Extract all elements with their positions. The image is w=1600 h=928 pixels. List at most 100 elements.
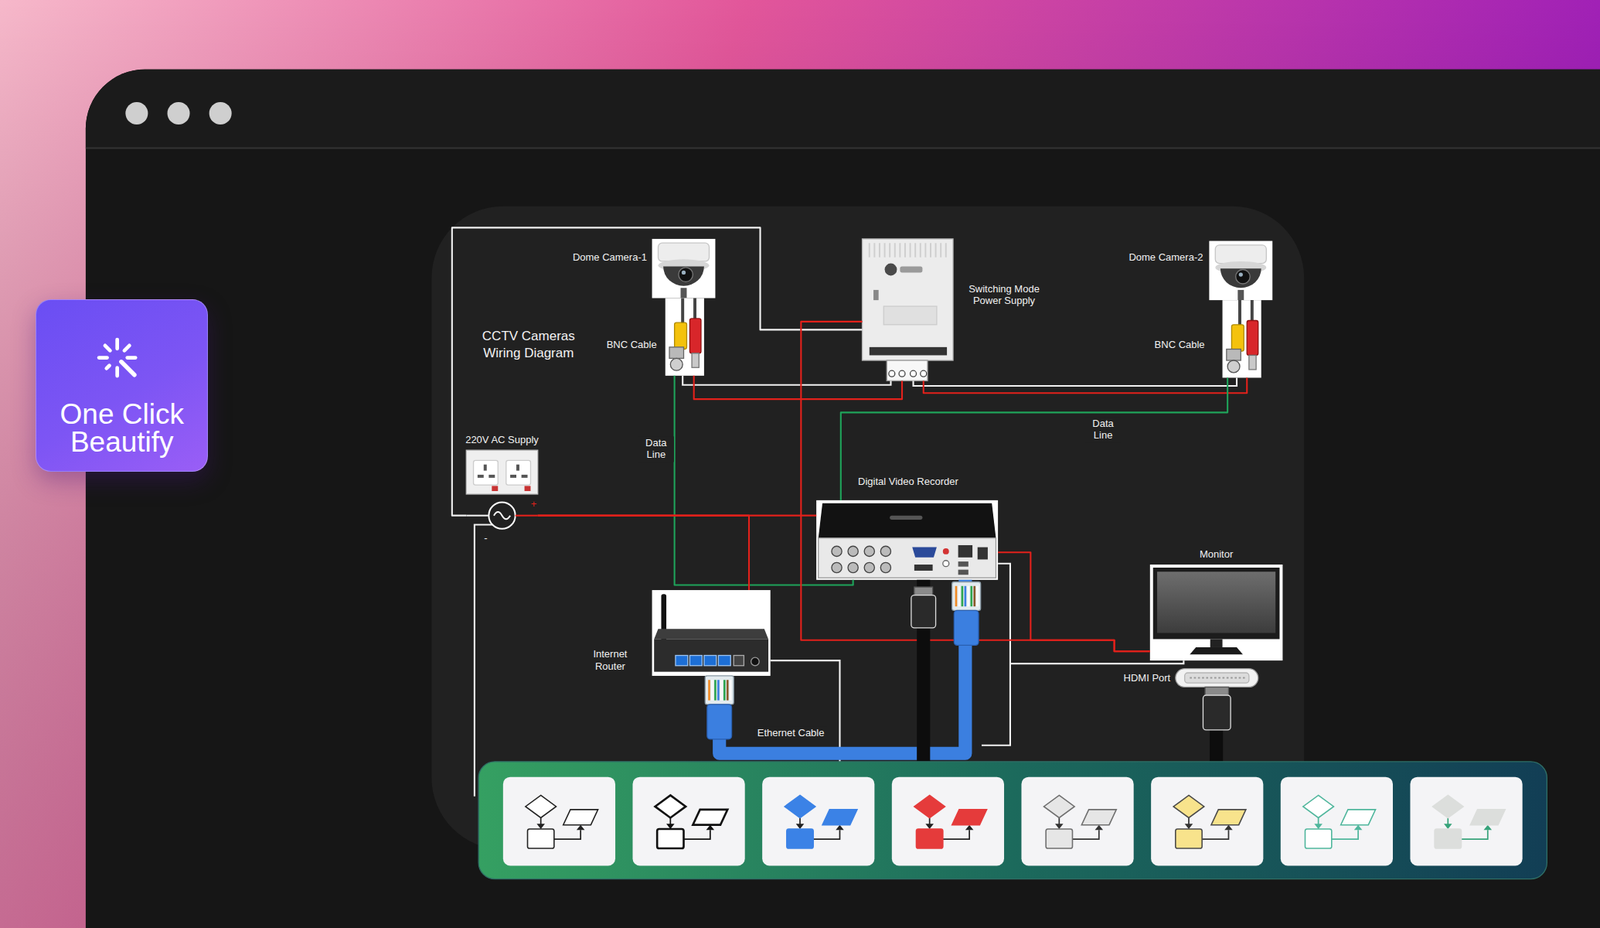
style-thumbnail <box>525 794 557 818</box>
hdmi-cable <box>923 579 1217 778</box>
monitor-device <box>1210 638 1223 647</box>
bnc-connector <box>689 318 702 354</box>
style-thumbnail <box>1021 776 1134 866</box>
wall-socket <box>491 485 498 491</box>
power-supply <box>910 370 917 377</box>
hdmi-plug <box>911 595 937 628</box>
power-supply <box>888 370 896 377</box>
router-device <box>704 655 717 666</box>
router-device <box>652 589 771 676</box>
style-thumbnail <box>527 828 555 848</box>
dvr-device <box>864 545 875 556</box>
device-label: Dome Camera-1 <box>572 251 647 264</box>
dome-camera <box>1239 272 1243 276</box>
monitor-device <box>1189 646 1243 654</box>
edge-label: Data Line <box>638 435 675 462</box>
dvr-device <box>847 561 858 572</box>
hdmi-port <box>1175 668 1259 688</box>
sparkle-icon <box>127 355 136 360</box>
style-thumbnail <box>1211 809 1246 825</box>
dvr-node: Digital Video Recorder <box>816 500 998 580</box>
power-wire <box>997 551 1151 651</box>
dvr-device <box>958 569 969 576</box>
style-thumbnail <box>1280 776 1393 866</box>
wall-socket <box>524 485 532 491</box>
style-thumbnail <box>1173 794 1205 818</box>
diagram-title: CCTV Cameras Wiring Diagram <box>470 327 587 362</box>
bnc-connector <box>1249 354 1257 369</box>
style-thumbnail <box>891 776 1005 866</box>
style-thumbnail <box>657 828 684 848</box>
style-thumbnail <box>1280 776 1393 866</box>
style-thumbnail <box>1150 776 1263 866</box>
style-thumbnail <box>762 776 875 866</box>
sparkle-icon <box>115 339 120 349</box>
router-device <box>689 655 702 666</box>
data-line <box>840 377 1228 500</box>
bnc-connector <box>665 297 705 375</box>
power-wire <box>537 515 749 590</box>
polarity-mark: - <box>483 531 487 545</box>
style-thumbnail <box>915 828 943 848</box>
dome-camera <box>652 238 716 299</box>
edge-label: Data Line <box>1085 416 1121 443</box>
sparkle-icon <box>121 361 135 375</box>
monitor-device <box>1157 571 1276 633</box>
style-thumbnail <box>1434 828 1461 848</box>
wall-socket <box>516 464 520 471</box>
style-thumbnail <box>1175 828 1202 848</box>
dome-camera <box>680 287 688 298</box>
bnc-connector <box>691 353 699 368</box>
bnc-connector <box>1231 324 1244 351</box>
hdmi-port <box>1184 672 1250 683</box>
router-device <box>751 657 760 666</box>
style-thumbnail <box>1304 828 1332 848</box>
style-thumbnail <box>914 794 946 818</box>
sparkle-icon <box>98 355 107 360</box>
bnc-connector <box>669 347 684 359</box>
style-thumbnail <box>692 809 728 825</box>
bnc-connector <box>1227 360 1240 373</box>
style-thumbnail <box>655 794 687 818</box>
dvr-device <box>847 545 858 556</box>
data-line <box>674 375 854 586</box>
power-supply <box>883 306 937 325</box>
router-device <box>675 655 688 666</box>
camera-node: Dome Camera-1 <box>652 238 716 376</box>
bnc-connector <box>670 357 683 371</box>
wall-socket <box>477 474 484 478</box>
plug-group <box>478 581 1547 879</box>
hdmi-plug <box>1205 686 1229 695</box>
style-thumbnail <box>1432 794 1464 818</box>
wall-socket <box>477 464 528 478</box>
power-supply <box>899 266 923 273</box>
power-wire <box>923 377 1247 393</box>
power-supply <box>898 370 906 377</box>
window-dots <box>209 102 232 125</box>
ac-source-symbol <box>466 514 489 517</box>
dvr-device <box>942 548 950 555</box>
style-thumbnail <box>784 794 816 818</box>
dome-camera <box>652 238 716 299</box>
bnc-connector <box>1222 299 1262 378</box>
device-label: 220V AC Supply <box>465 433 539 446</box>
dome-camera <box>1215 245 1267 264</box>
beautify-badge: One Click Beautify <box>35 299 208 472</box>
cable-label: BNC Cable <box>606 338 658 351</box>
style-thumbnail <box>1409 776 1522 866</box>
power-supply <box>885 263 898 276</box>
window-dots <box>167 102 191 125</box>
badge-label: One Click Beautify <box>36 400 208 457</box>
hdmi-plug <box>911 586 937 628</box>
router-device <box>675 655 731 666</box>
bnc-connector <box>674 322 688 349</box>
ac-source-symbol <box>493 511 511 519</box>
ground-wire <box>682 375 891 385</box>
ground-wire <box>1010 660 1184 664</box>
wall-socket <box>506 459 532 485</box>
wall-socket <box>473 459 499 485</box>
dome-camera <box>1237 289 1244 300</box>
camera-node: Dome Camera-2 <box>1208 241 1273 378</box>
router-device <box>652 589 771 676</box>
